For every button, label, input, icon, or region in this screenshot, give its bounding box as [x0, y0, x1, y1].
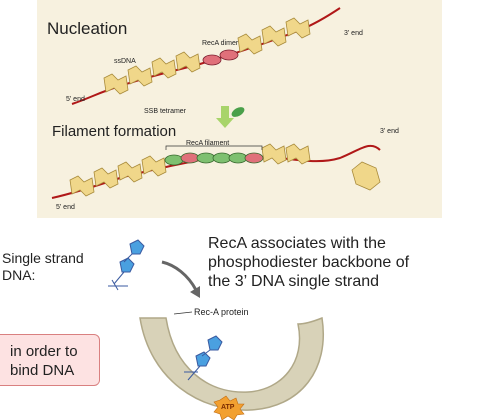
reca-protein-crescent [139, 316, 324, 411]
title-filament-formation: Filament formation [52, 123, 177, 140]
reca-description: RecA associates with the phosphodiester … [208, 234, 488, 291]
single-strand-label-line2: DNA: [2, 267, 36, 283]
rec-a-pointer [173, 311, 193, 315]
label-ssdna: ssDNA [114, 58, 136, 65]
nucleotide-icon [108, 239, 145, 291]
reca-description-line3: the 3’ DNA single strand [208, 273, 380, 290]
curved-arrow [161, 260, 198, 291]
down-arrow [216, 106, 234, 128]
label-reca-filament: RecA filament [186, 140, 230, 147]
ssb-tetramer-group-top [103, 17, 311, 95]
label-atp: ATP [221, 404, 235, 411]
label-5prime-top: 5' end [66, 96, 85, 103]
ssb-tetramer-group-bottom [69, 143, 311, 197]
label-3prime-top: 3' end [344, 30, 363, 37]
callout-box: in order to bind DNA [0, 334, 100, 386]
atp-burst [213, 395, 245, 420]
bound-nucleotide-icon [184, 335, 223, 381]
reca-dimer [202, 49, 239, 66]
callout-line1: in order to [10, 343, 78, 360]
label-ssb-tetramer: SSB tetramer [144, 108, 187, 115]
filament-bracket [165, 145, 263, 150]
reca-description-line1: RecA associates with the [208, 235, 386, 252]
reca-description-line2: phosphodiester backbone of [208, 254, 410, 271]
title-nucleation: Nucleation [47, 19, 128, 38]
reca-monomer [231, 107, 245, 117]
released-ssb-tetramer [351, 161, 381, 191]
reca-filament [164, 152, 264, 166]
callout-line2: bind DNA [10, 362, 75, 379]
single-strand-label-line1: Single strand [2, 250, 84, 266]
label-reca-dimer: RecA dimer [202, 40, 239, 47]
label-5prime-bottom: 5' end [56, 204, 75, 211]
label-3prime-bottom: 3' end [380, 128, 399, 135]
label-rec-a-protein: Rec-A protein [194, 307, 249, 317]
